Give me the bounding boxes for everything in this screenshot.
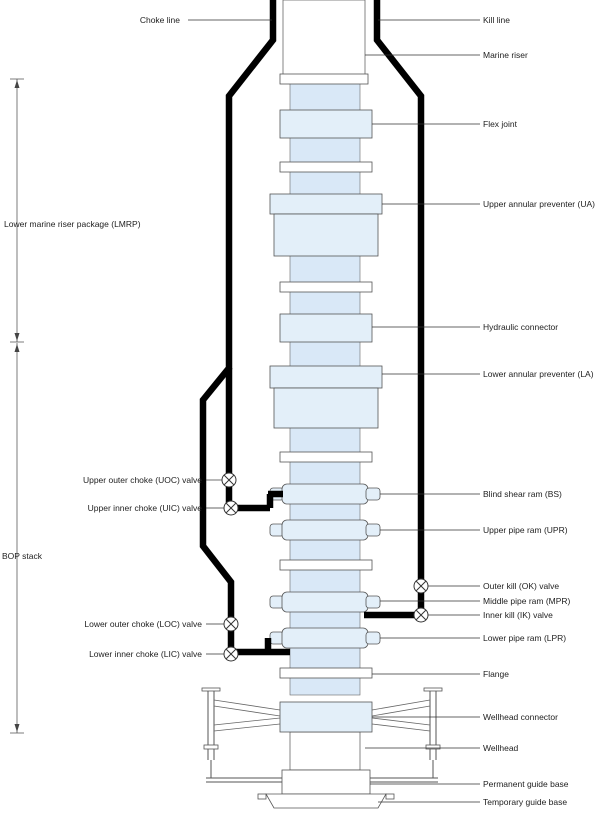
- lower-annular-preventer: [273, 387, 379, 429]
- label-bop-stack: BOP stack: [2, 551, 43, 561]
- kill-line: [364, 0, 425, 619]
- middle-pipe-ram: [269, 591, 381, 613]
- blind-shear-ram: [269, 483, 381, 505]
- label-uoc-valve: Upper outer choke (UOC) valve: [83, 475, 202, 485]
- wellhead-connector: [279, 701, 373, 733]
- label-uic-valve: Upper inner choke (UIC) valve: [88, 503, 203, 513]
- label-wellhead: Wellhead: [483, 743, 519, 753]
- upper-annular-preventer: [273, 213, 379, 257]
- permanent-guide-base: [281, 769, 371, 795]
- ok-valve-icon: [413, 578, 429, 594]
- lmrp-dimension: [10, 78, 24, 343]
- bop-stack-dimension: [10, 343, 24, 734]
- label-kill-line: Kill line: [483, 15, 510, 25]
- label-lower-annular: Lower annular preventer (LA): [483, 369, 594, 379]
- flange-4: [279, 559, 373, 571]
- lower-pipe-ram: [269, 627, 381, 649]
- label-wellhead-connector: Wellhead connector: [483, 712, 558, 722]
- choke-line: [199, 0, 290, 656]
- uoc-valve-icon: [221, 472, 237, 488]
- label-hydraulic-connector: Hydraulic connector: [483, 322, 558, 332]
- flange-5: [279, 667, 373, 679]
- hydraulic-connector: [279, 313, 373, 343]
- flange-top: [279, 73, 369, 85]
- flange-1: [279, 161, 373, 173]
- label-blind-shear-ram: Blind shear ram (BS): [483, 489, 562, 499]
- label-flex-joint: Flex joint: [483, 119, 518, 129]
- wellhead-pipe: [289, 731, 361, 771]
- label-ok-valve: Outer kill (OK) valve: [483, 581, 559, 591]
- label-choke-line: Choke line: [140, 15, 180, 25]
- flange-2: [279, 281, 373, 293]
- upper-pipe-ram: [269, 519, 381, 541]
- marine-riser: [282, 0, 366, 76]
- temporary-guide-base: [265, 793, 387, 809]
- label-lic-valve: Lower inner choke (LIC) valve: [89, 649, 202, 659]
- label-flange: Flange: [483, 669, 509, 679]
- flange-3: [279, 451, 373, 463]
- uic-valve-icon: [223, 500, 239, 516]
- guide-frame: [201, 687, 443, 783]
- loc-valve-icon: [223, 616, 239, 632]
- upper-annular-top: [269, 193, 383, 215]
- label-marine-riser: Marine riser: [483, 50, 528, 60]
- label-upper-annular: Upper annular preventer (UA): [483, 199, 595, 209]
- flex-joint: [279, 109, 373, 139]
- label-lpr: Lower pipe ram (LPR): [483, 633, 566, 643]
- label-loc-valve: Lower outer choke (LOC) valve: [84, 619, 202, 629]
- label-permanent-guide-base: Permanent guide base: [483, 779, 569, 789]
- label-upper-pipe-ram: Upper pipe ram (UPR): [483, 525, 568, 535]
- label-middle-pipe-ram: Middle pipe ram (MPR): [483, 596, 571, 606]
- label-lmrp: Lower marine riser package (LMRP): [4, 219, 141, 229]
- lic-valve-icon: [223, 646, 239, 662]
- label-ik-valve: Inner kill (IK) valve: [483, 610, 553, 620]
- ik-valve-icon: [413, 607, 429, 623]
- label-temporary-guide-base: Temporary guide base: [483, 797, 567, 807]
- leader-lines: [188, 19, 480, 803]
- lower-annular-top: [269, 365, 383, 389]
